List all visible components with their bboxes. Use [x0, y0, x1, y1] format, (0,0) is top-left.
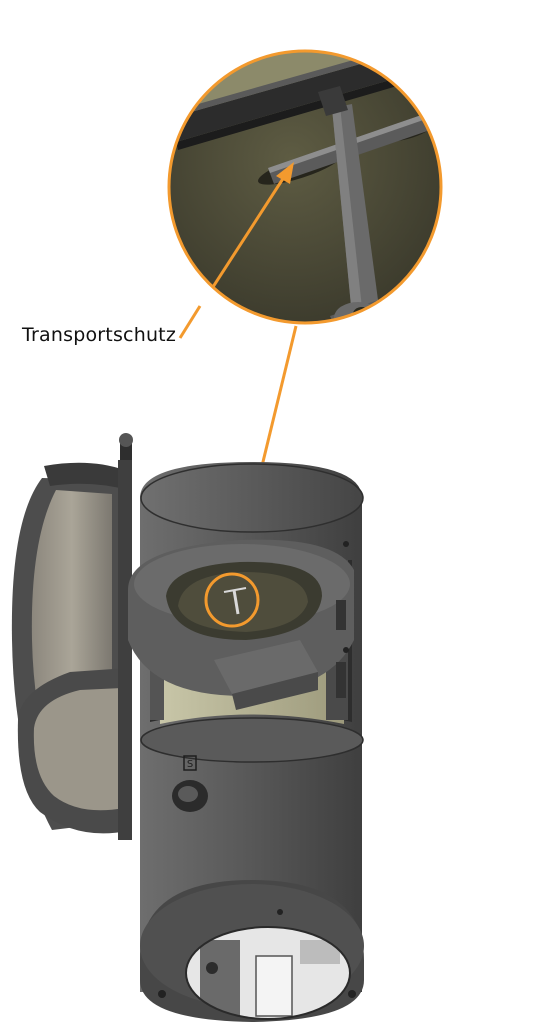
base-plate	[140, 880, 364, 1022]
callout-label-transport-protection: Transportschutz	[22, 324, 177, 346]
air-control-knob	[172, 780, 208, 812]
zoom-magnifier-icon	[167, 49, 443, 325]
svg-text:S: S	[187, 759, 193, 770]
combustion-insert	[128, 539, 354, 710]
open-door	[11, 433, 133, 840]
logo-stamp-icon: S	[183, 755, 197, 771]
leader-arrow-icon	[178, 305, 202, 339]
stove-body: S	[11, 433, 364, 1022]
